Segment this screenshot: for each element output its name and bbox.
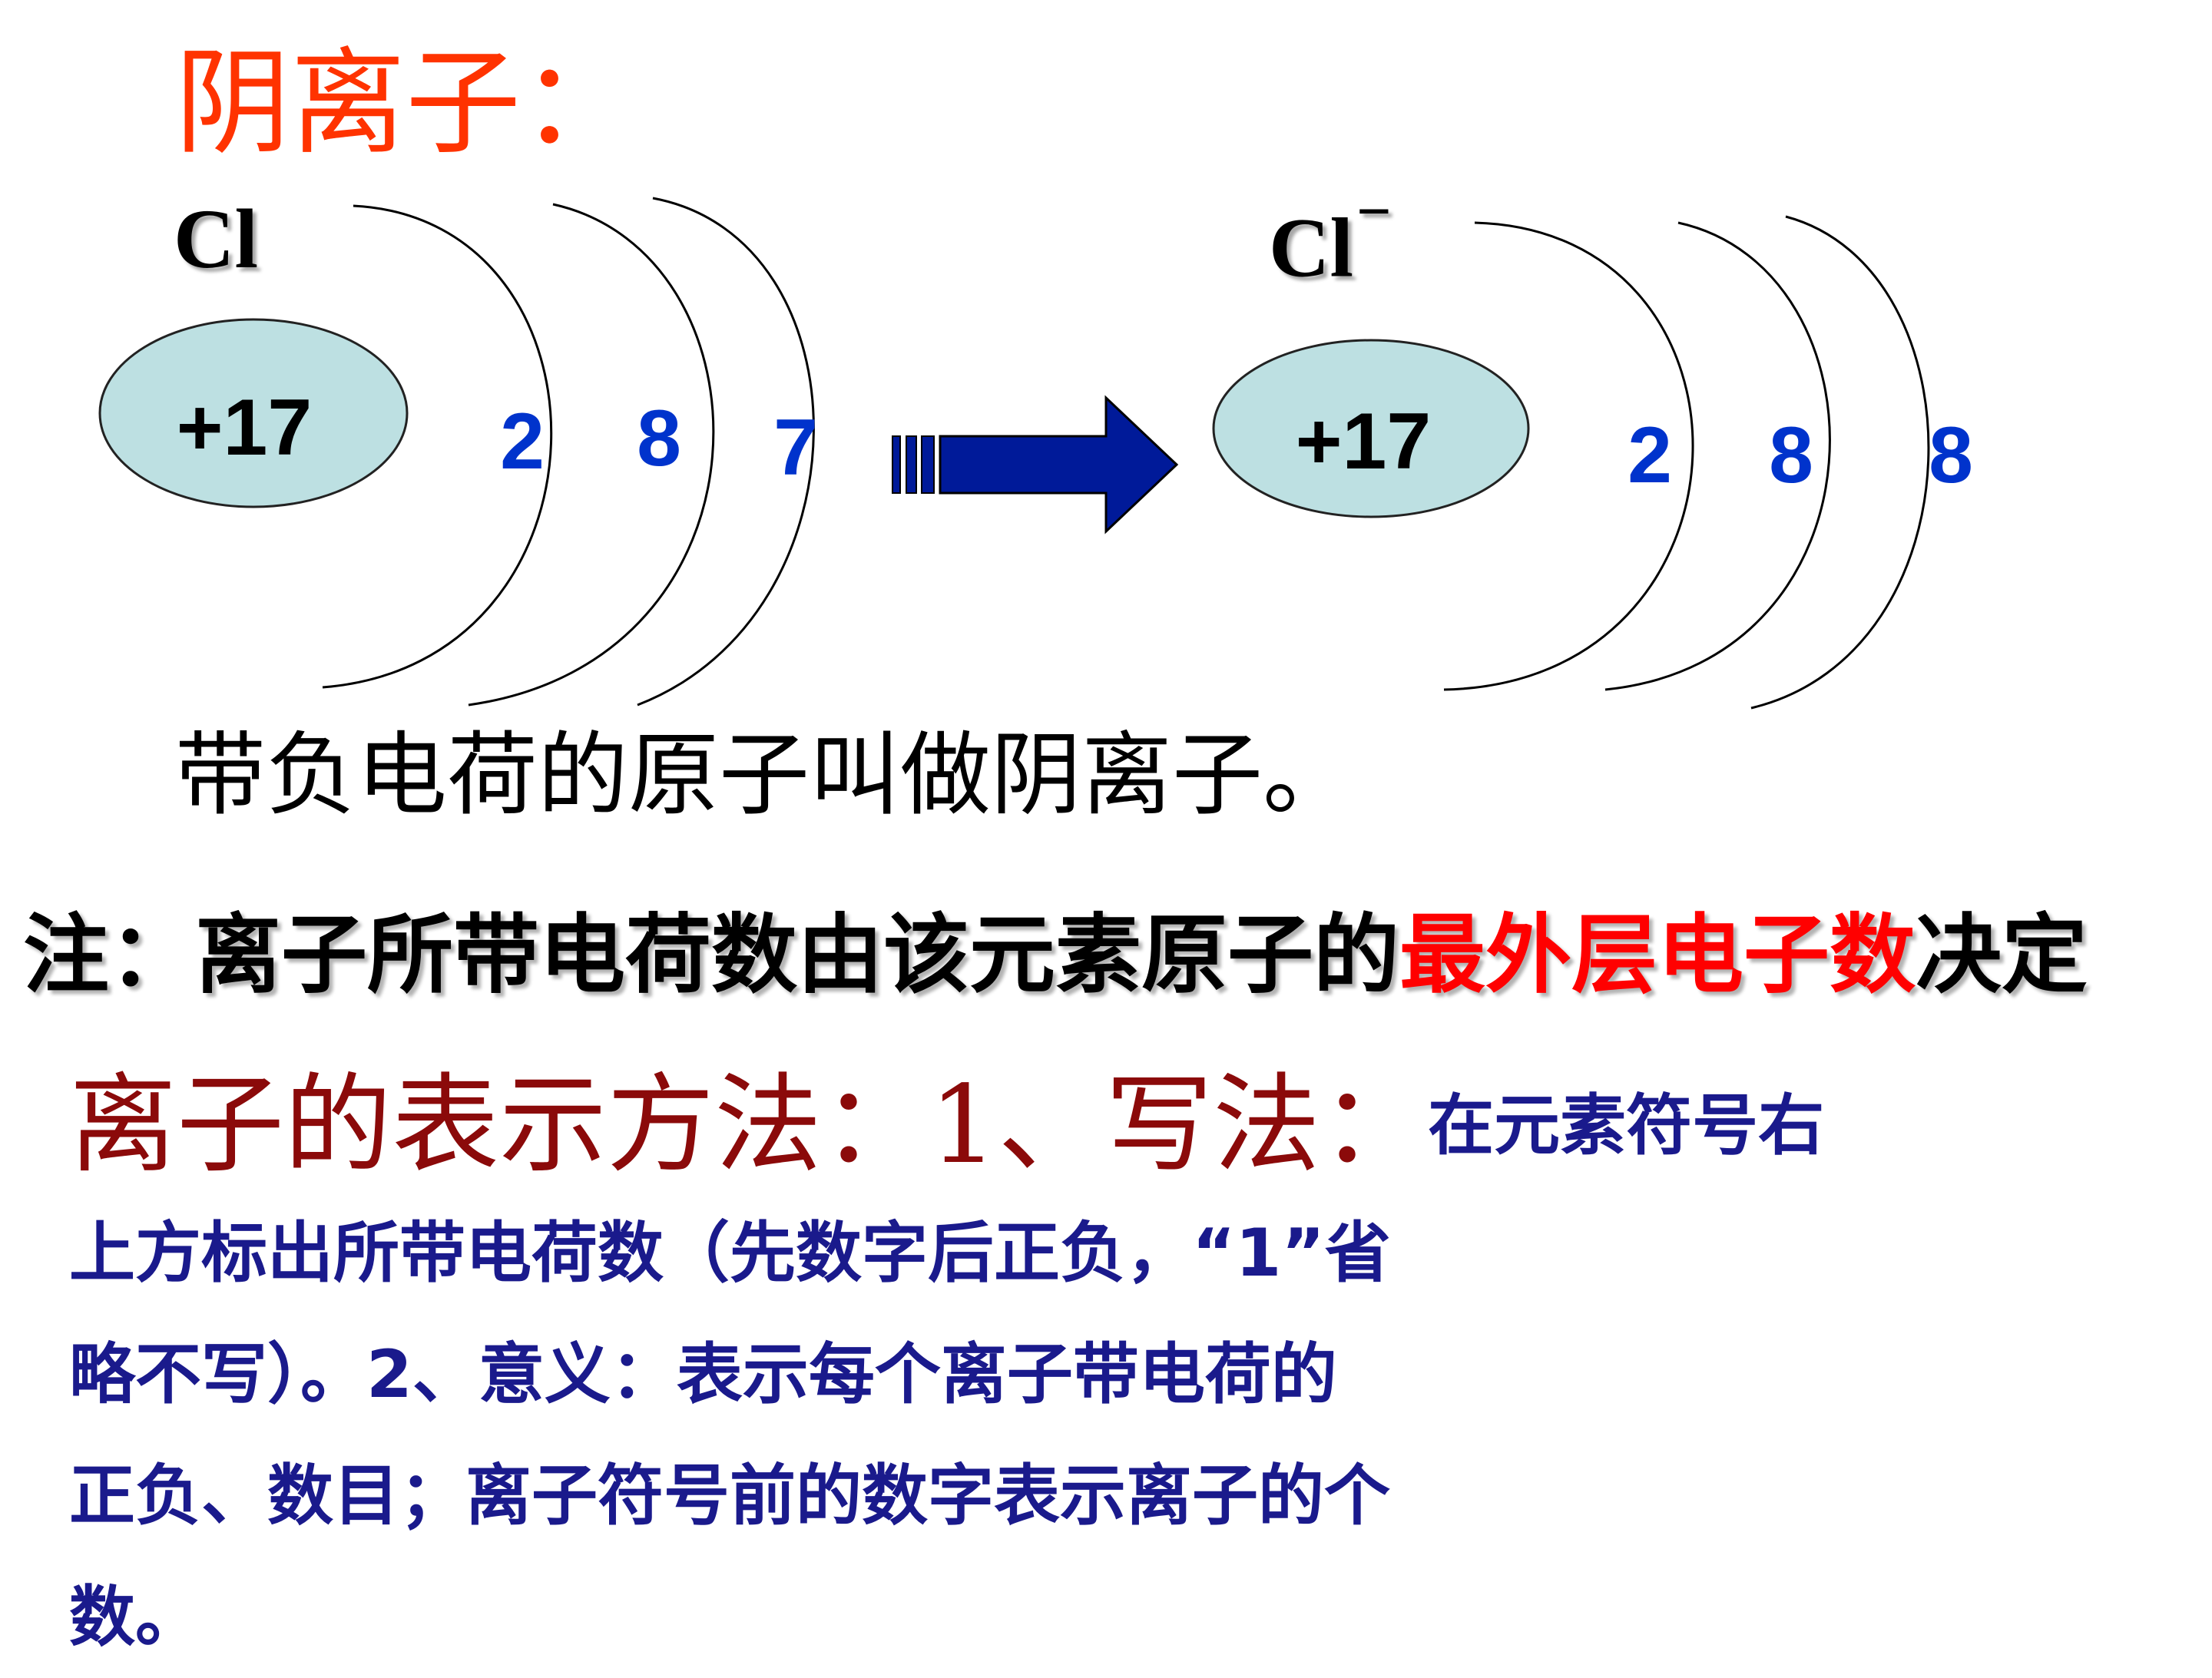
atom-shell-2-count: 8	[637, 394, 681, 483]
ion-symbol-text: Cl	[1269, 200, 1353, 295]
method-line-5: 数。	[69, 1579, 201, 1656]
ion-nucleus-charge: +17	[1296, 397, 1431, 486]
ion-charge: −	[1356, 178, 1392, 246]
method-line-1: 离子的表示方法：1、写法： 在元素符号右	[69, 1058, 2112, 1193]
ion-shell-3-count: 8	[1929, 411, 1973, 500]
atom-nucleus	[98, 318, 409, 508]
page-title: 阴离子：	[175, 37, 637, 170]
atom-structure-diagram: +17 2 8 7 +17 2 8 8	[98, 197, 1973, 710]
ion-symbol: Cl−	[1269, 181, 1392, 290]
atom-shell-1-count: 2	[500, 397, 545, 486]
atom-nucleus-charge: +17	[177, 383, 312, 472]
right-arrow-icon	[892, 395, 1179, 535]
method-line-4: 正负、数目；离子符号前的数字表示离子的个	[69, 1458, 1390, 1534]
ion-shell-1-count: 2	[1628, 411, 1672, 500]
method-text-1: 在元素符号右	[1428, 1087, 1825, 1164]
ion-shell-1	[1443, 221, 1694, 691]
ion-nucleus	[1212, 339, 1530, 518]
atom-shell-2	[468, 203, 715, 707]
method-line-2: 上方标出所带电荷数（先数字后正负，“1”省	[69, 1215, 1391, 1292]
ion-shell-2-count: 8	[1769, 411, 1813, 500]
ion-shell-3	[1750, 215, 1930, 710]
ion-notation-section: 离子的表示方法：1、写法： 在元素符号右 上方标出所带电荷数（先数字后正负，“1…	[69, 1058, 2112, 1678]
method-line-3: 略不写）。2、意义：表示每个离子带电荷的	[69, 1336, 1337, 1413]
method-heading: 离子的表示方法：1、写法：	[69, 1062, 1429, 1188]
atom-shell-1	[322, 204, 553, 689]
atom-symbol: Cl	[174, 192, 258, 286]
ion-shell-2	[1604, 221, 1831, 691]
note-text: 注：离子所带电荷数由该元素原子的最外层电子数决定	[23, 912, 2088, 998]
atom-shell-3-count: 7	[773, 403, 818, 492]
note-suffix: 决定	[1916, 905, 2088, 1005]
note-highlight: 最外层电子数	[1399, 905, 1916, 1005]
note-prefix: 注：离子所带电荷数由该元素原子的	[23, 905, 1399, 1005]
definition-text: 带负电荷的原子叫做阴离子。	[175, 722, 1354, 828]
atom-shell-3	[637, 197, 815, 707]
